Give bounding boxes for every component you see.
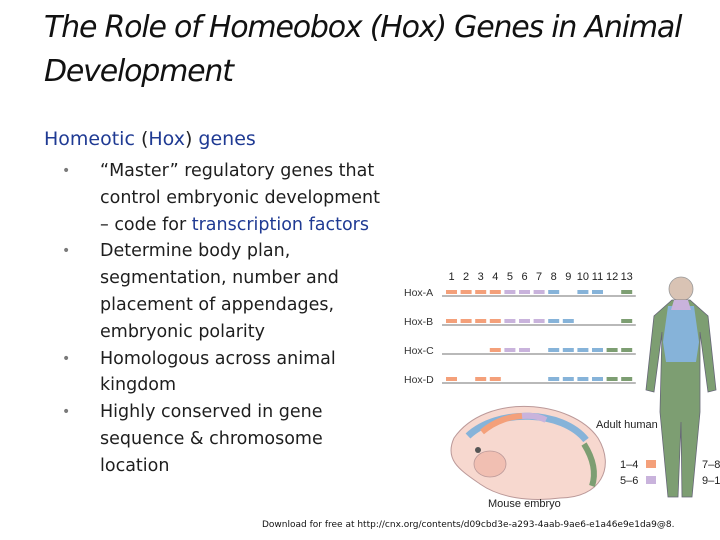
bullet-dot-icon: • bbox=[62, 243, 71, 260]
gene-number: 5 bbox=[507, 271, 513, 283]
hox-gene-box bbox=[562, 377, 574, 381]
hox-gene-box bbox=[519, 319, 530, 323]
hox-gene-box bbox=[548, 348, 560, 352]
legend-label: 9–13 bbox=[702, 475, 720, 487]
heading-paren-open: ( bbox=[140, 128, 149, 150]
hox-gene-box bbox=[592, 290, 603, 294]
heading-homeotic: Homeotic bbox=[44, 128, 141, 150]
source-footer: Download for free at http://cnx.org/cont… bbox=[262, 520, 675, 530]
hox-gene-box bbox=[621, 377, 633, 381]
bullet-text: Highly conserved in gene sequence & chro… bbox=[100, 402, 323, 476]
gene-number: 3 bbox=[478, 271, 484, 283]
hox-gene-box bbox=[562, 348, 574, 352]
heading-hox: Hox bbox=[148, 128, 185, 150]
gene-number: 9 bbox=[565, 271, 571, 283]
slide-title: The Role of Homeobox (Hox) Genes in Anim… bbox=[44, 10, 682, 89]
gene-number: 8 bbox=[551, 271, 557, 283]
gene-number: 7 bbox=[536, 271, 542, 283]
gene-number: 4 bbox=[492, 271, 498, 283]
hox-gene-box bbox=[577, 377, 589, 381]
gene-number: 6 bbox=[521, 271, 527, 283]
legend-label: 5–6 bbox=[620, 475, 638, 487]
hox-gene-box bbox=[577, 290, 589, 294]
hox-gene-box bbox=[475, 290, 487, 294]
bullet-item: • Homologous across animal kingdom bbox=[62, 346, 392, 400]
hox-gene-box bbox=[533, 319, 545, 323]
hox-gene-box bbox=[519, 290, 530, 294]
mouse-embryo-illustration bbox=[450, 406, 606, 500]
hox-gene-box bbox=[446, 319, 457, 323]
heading-genes: genes bbox=[192, 128, 256, 150]
adult-human-silhouette bbox=[645, 276, 717, 498]
hox-gene-box bbox=[621, 348, 633, 352]
section-heading: Homeotic (Hox) genes bbox=[44, 126, 256, 152]
hox-gene-box bbox=[606, 348, 618, 352]
hox-gene-box bbox=[533, 290, 545, 294]
gene-number: 13 bbox=[621, 271, 633, 283]
hox-gene-box bbox=[621, 319, 633, 323]
gene-number: 12 bbox=[606, 271, 618, 283]
hox-gene-box bbox=[460, 290, 472, 294]
legend-swatch bbox=[646, 476, 656, 484]
hox-gene-box bbox=[489, 319, 501, 323]
hox-gene-box bbox=[592, 377, 603, 381]
bullet-dot-icon: • bbox=[62, 350, 71, 367]
bullet-text: Determine body plan, segmentation, numbe… bbox=[100, 241, 339, 342]
bullet-item: • Determine body plan, segmentation, numb… bbox=[62, 238, 392, 345]
gene-number: 1 bbox=[448, 271, 454, 283]
hox-gene-box bbox=[446, 377, 457, 381]
legend-swatch bbox=[646, 460, 656, 468]
hox-gene-box bbox=[577, 348, 589, 352]
hox-row-label: Hox-A bbox=[404, 287, 433, 299]
adult-human-label: Adult human bbox=[596, 419, 658, 431]
hox-gene-box bbox=[446, 290, 457, 294]
bullet-highlight: transcription factors bbox=[191, 214, 369, 235]
hox-gene-box bbox=[592, 348, 603, 352]
color-legend: 1–4 5–6 7–8 9–13 bbox=[620, 459, 720, 487]
bullet-text: “Master” regulatory genes that control e… bbox=[100, 161, 380, 235]
hox-gene-box bbox=[489, 377, 501, 381]
bullet-text: Homologous across animal kingdom bbox=[100, 348, 336, 396]
hox-gene-box bbox=[548, 319, 560, 323]
gene-number: 11 bbox=[592, 271, 603, 283]
bullet-dot-icon: • bbox=[62, 404, 71, 421]
mouse-embryo-label: Mouse embryo bbox=[488, 498, 561, 510]
heading-paren-close: ) bbox=[184, 128, 193, 150]
gene-number: 2 bbox=[463, 271, 469, 283]
hox-gene-box bbox=[460, 319, 472, 323]
hox-row-label: Hox-B bbox=[404, 316, 433, 328]
hox-gene-box bbox=[504, 319, 516, 323]
legend-label: 7–8 bbox=[702, 459, 720, 471]
bullet-item: • Highly conserved in gene sequence & chr… bbox=[62, 399, 392, 479]
bullet-dot-icon: • bbox=[62, 163, 71, 179]
hox-gene-box bbox=[621, 290, 633, 294]
hox-gene-box bbox=[475, 377, 487, 381]
hox-gene-box bbox=[606, 377, 618, 381]
hox-row-label: Hox-C bbox=[404, 345, 434, 357]
hox-gene-box bbox=[548, 290, 560, 294]
gene-number: 10 bbox=[577, 271, 589, 283]
hox-gene-box bbox=[504, 348, 516, 352]
hox-gene-box bbox=[519, 348, 530, 352]
hox-gene-box bbox=[475, 319, 487, 323]
hox-gene-box bbox=[548, 377, 560, 381]
hox-row-label: Hox-D bbox=[404, 374, 434, 386]
hox-gene-box bbox=[562, 319, 574, 323]
bullet-item: • “Master” regulatory genes that control … bbox=[62, 158, 392, 238]
bullet-list: • “Master” regulatory genes that control … bbox=[62, 158, 392, 480]
legend-label: 1–4 bbox=[620, 459, 638, 471]
hox-gene-box bbox=[489, 290, 501, 294]
hox-gene-box bbox=[504, 290, 516, 294]
hox-gene-box bbox=[489, 348, 501, 352]
